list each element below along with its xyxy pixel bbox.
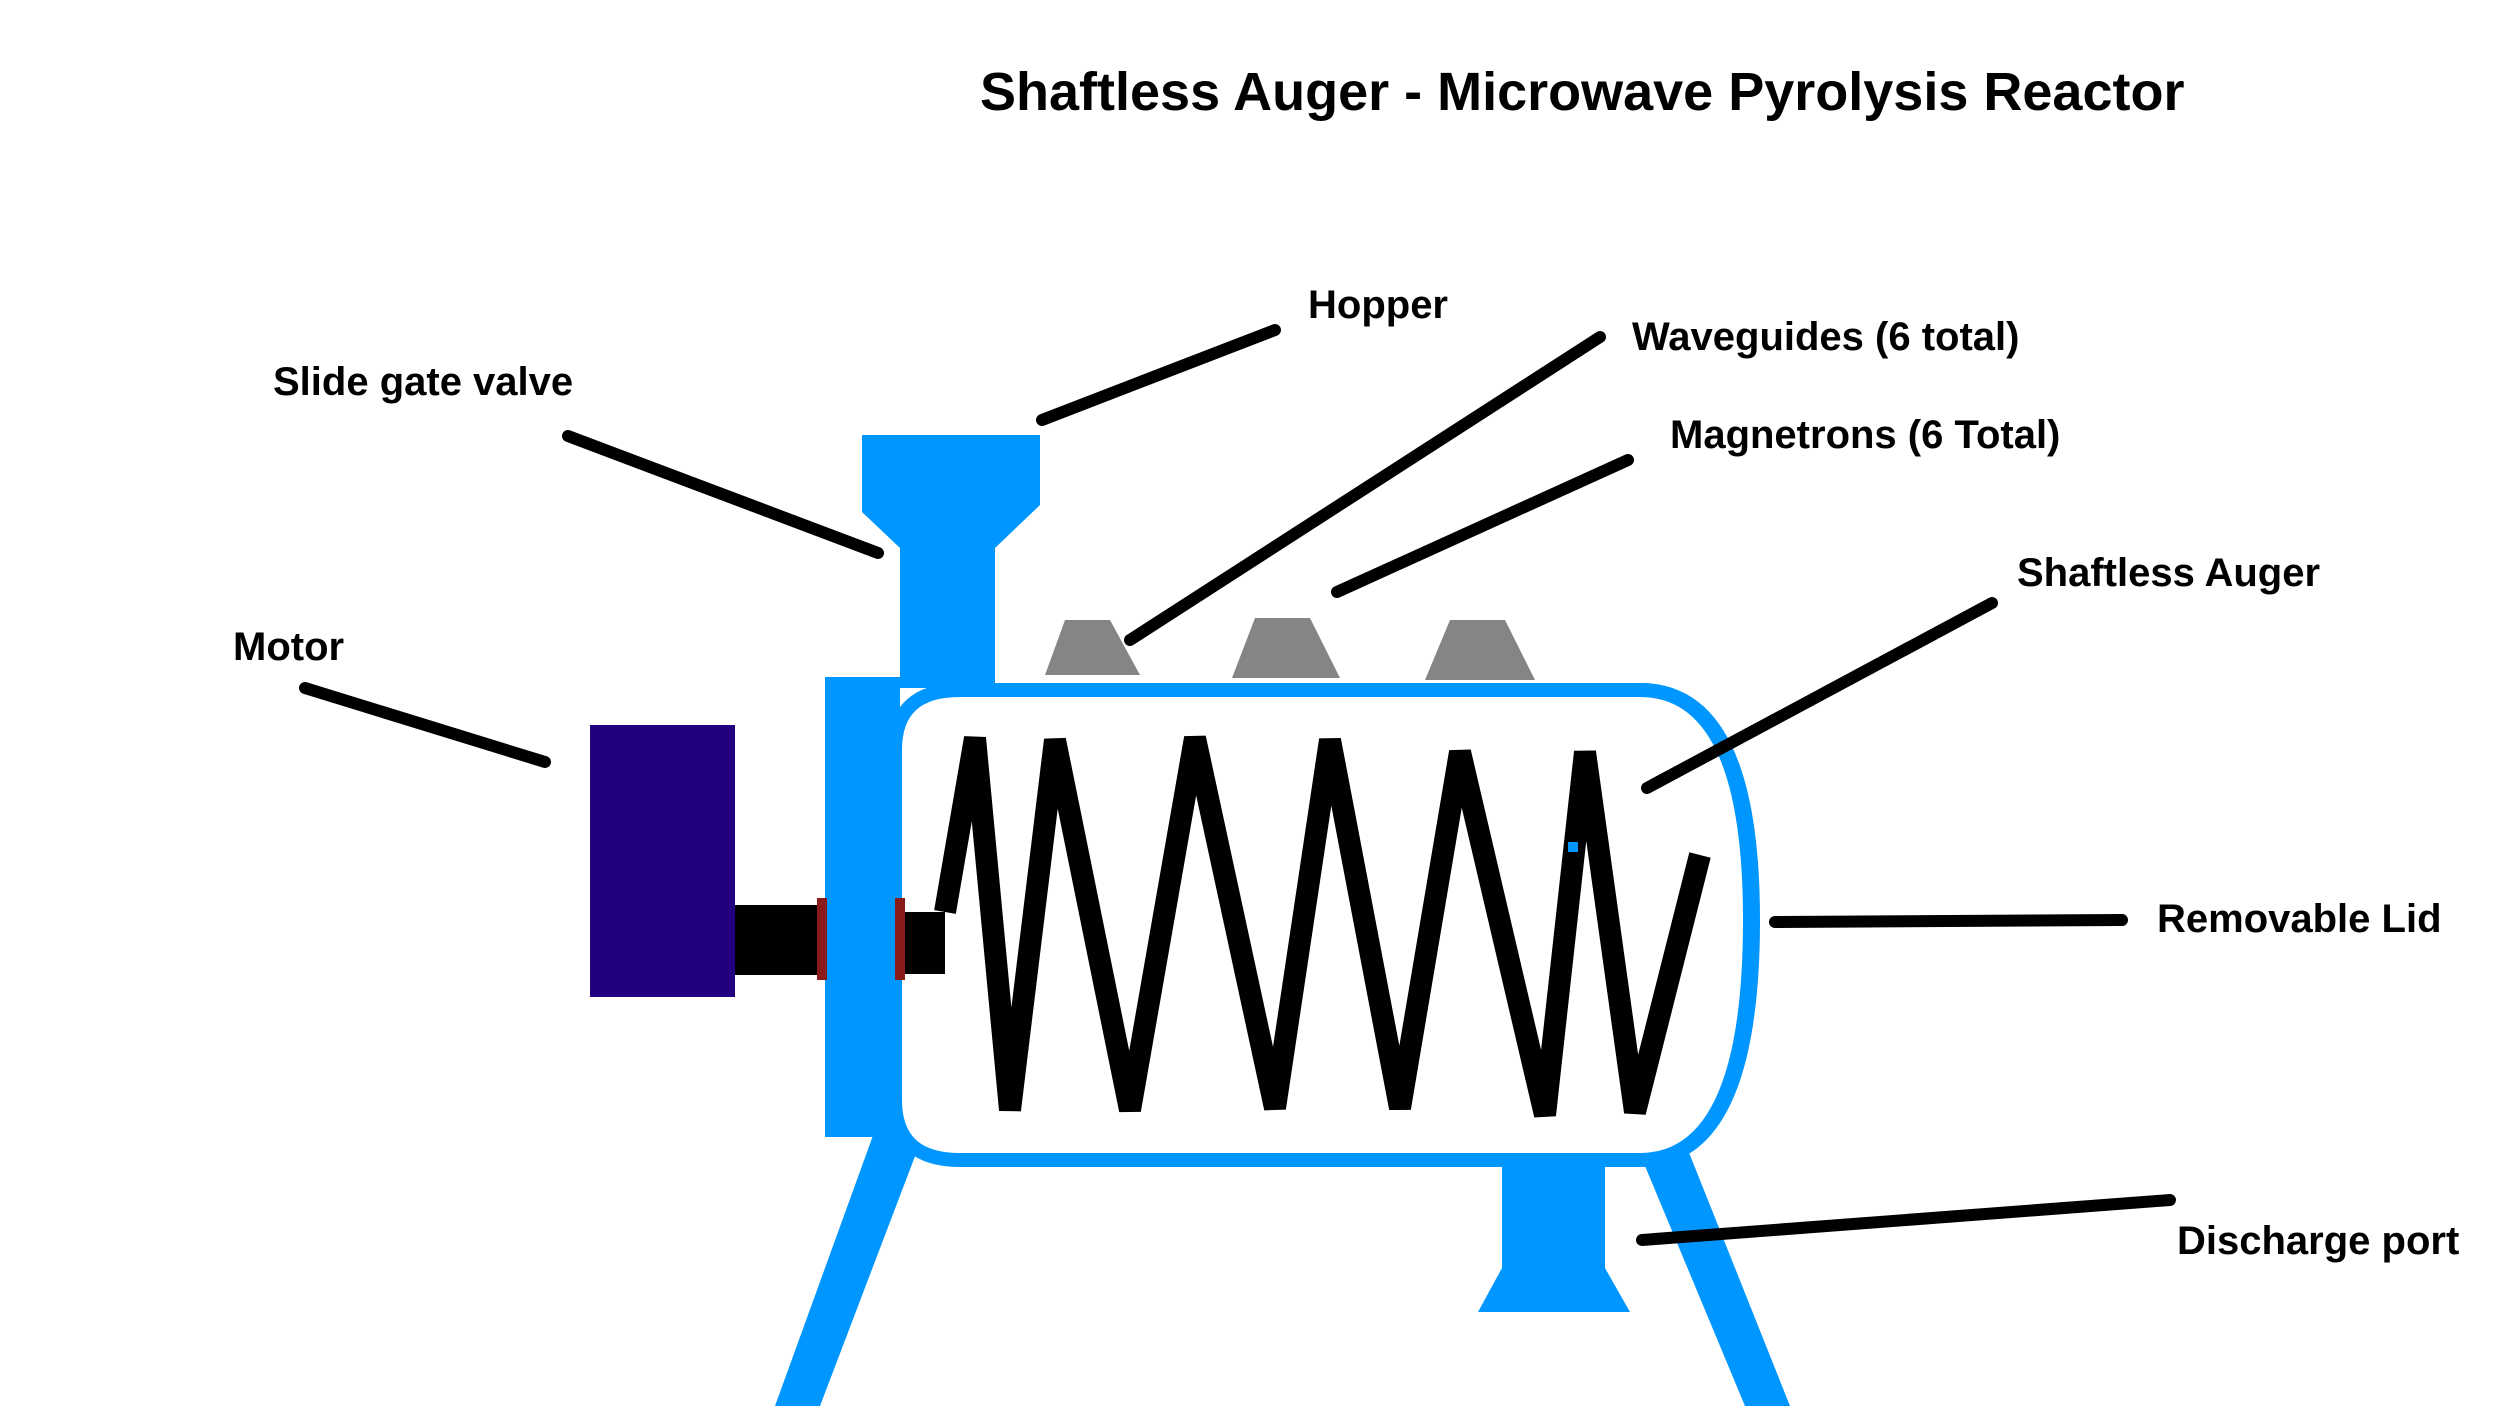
- hopper: [862, 435, 1040, 548]
- leader-discharge-port: [1636, 1194, 2176, 1246]
- leader-hopper: [1036, 324, 1281, 426]
- label-magnetrons: Magnetrons (6 Total): [1670, 413, 2060, 457]
- leader-waveguides: [1124, 331, 1606, 646]
- slide-gate-valve: [900, 548, 995, 688]
- label-slide-gate-valve: Slide gate valve: [273, 360, 573, 404]
- drive-shaft-inner: [900, 912, 945, 974]
- motor: [590, 725, 735, 997]
- discharge-port: [1478, 1160, 1630, 1312]
- label-hopper: Hopper: [1308, 283, 1448, 327]
- label-motor: Motor: [233, 625, 344, 669]
- leader-shaftless-auger: [1641, 597, 1998, 794]
- leader-motor: [299, 682, 551, 768]
- shaft-seal-inner: [895, 898, 905, 980]
- left-support-leg: [775, 1130, 925, 1406]
- auger-marker: [1568, 842, 1578, 852]
- shaftless-auger: [934, 735, 1711, 1118]
- drive-shaft: [735, 905, 825, 975]
- right-support-leg: [1630, 1130, 1790, 1406]
- removable-lid: [1639, 683, 1761, 1167]
- label-discharge-port: Discharge port: [2177, 1219, 2459, 1263]
- leader-removable-lid: [1769, 914, 2128, 928]
- waveguide-2: [1232, 618, 1340, 678]
- waveguide-3: [1425, 620, 1535, 680]
- label-shaftless-auger: Shaftless Auger: [2017, 551, 2320, 595]
- leader-magnetrons: [1331, 454, 1634, 598]
- leader-slide-gate-valve: [562, 430, 884, 559]
- waveguide-1: [1045, 620, 1140, 675]
- diagram-title: Shaftless Auger - Microwave Pyrolysis Re…: [980, 62, 2184, 122]
- label-waveguides: Waveguides (6 total): [1632, 315, 2019, 359]
- reactor-end-flange: [825, 677, 900, 1137]
- label-removable-lid: Removable Lid: [2157, 897, 2442, 941]
- shaft-seal-outer: [817, 898, 827, 980]
